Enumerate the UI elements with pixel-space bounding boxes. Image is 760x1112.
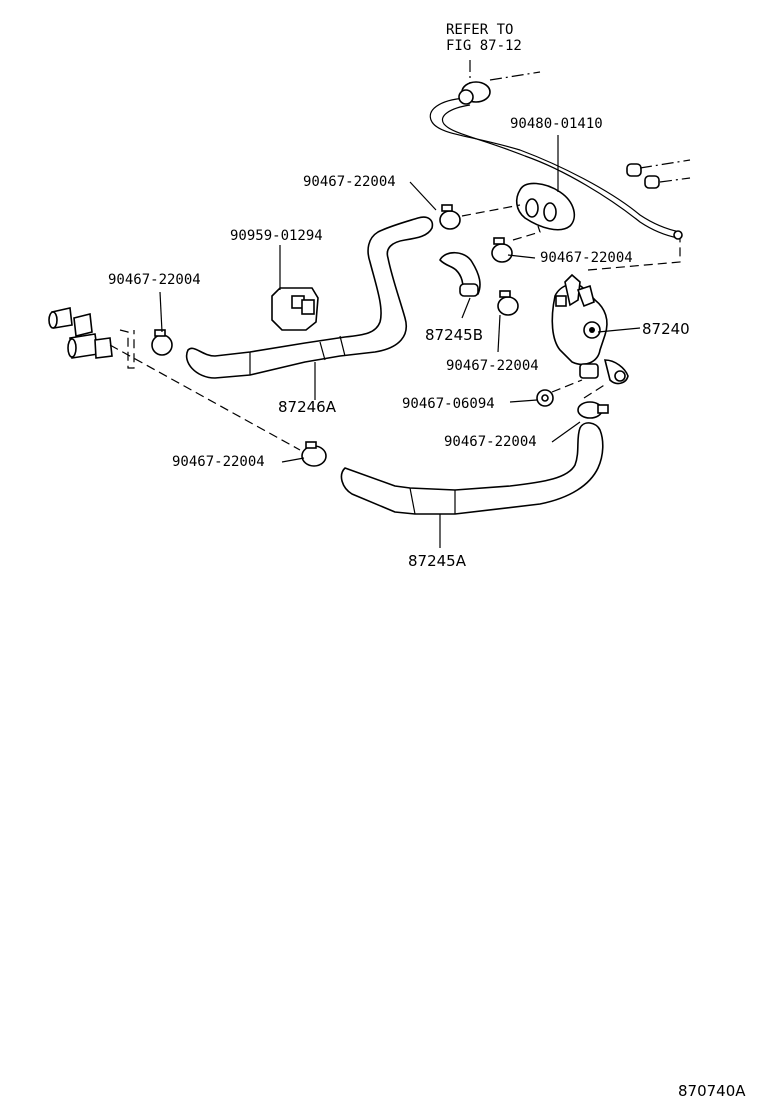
grommet-90480-01410: [515, 135, 576, 231]
hose-clamp: [439, 204, 461, 230]
part-label-90467-22004: 90467-22004: [172, 454, 265, 470]
hose-clamp: [497, 290, 519, 316]
cable-clip: [644, 175, 660, 189]
cable-end: [673, 230, 683, 240]
pipe-stubs: [48, 307, 113, 359]
part-label-87245b: 87245B: [425, 326, 483, 344]
hose-87246a: [185, 216, 434, 379]
hose-clamp: [491, 237, 513, 263]
part-label-90467-06094: 90467-06094: [402, 396, 495, 412]
part-label-90467-22004: 90467-22004: [540, 250, 633, 266]
part-label-90467-22004: 90467-22004: [108, 272, 201, 288]
part-label-90959-01294: 90959-01294: [230, 228, 323, 244]
diagram-id: 870740A: [678, 1082, 746, 1100]
hose-87245a: [340, 422, 604, 515]
part-label-87240: 87240: [642, 320, 690, 338]
part-label-90480-01410: 90480-01410: [510, 116, 603, 132]
part-label-87245a: 87245A: [408, 552, 467, 570]
bolt-90467-06094: [509, 389, 554, 407]
refer-to-fig-label: FIG 87-12: [446, 38, 522, 54]
refer-to-label: REFER TO: [446, 22, 513, 38]
cable-clip: [626, 163, 642, 177]
relay-90959-01294: [271, 245, 319, 331]
water-valve-87240: [551, 273, 641, 385]
hose-clamp: [301, 441, 327, 467]
part-label-90467-22004: 90467-22004: [444, 434, 537, 450]
control-cable: [429, 60, 691, 240]
part-label-90467-22004: 90467-22004: [446, 358, 539, 374]
part-label-87246a: 87246A: [278, 398, 337, 416]
hose-clamp: [151, 329, 173, 356]
part-label-90467-22004: 90467-22004: [303, 174, 396, 190]
hose-clamp: [577, 401, 609, 419]
